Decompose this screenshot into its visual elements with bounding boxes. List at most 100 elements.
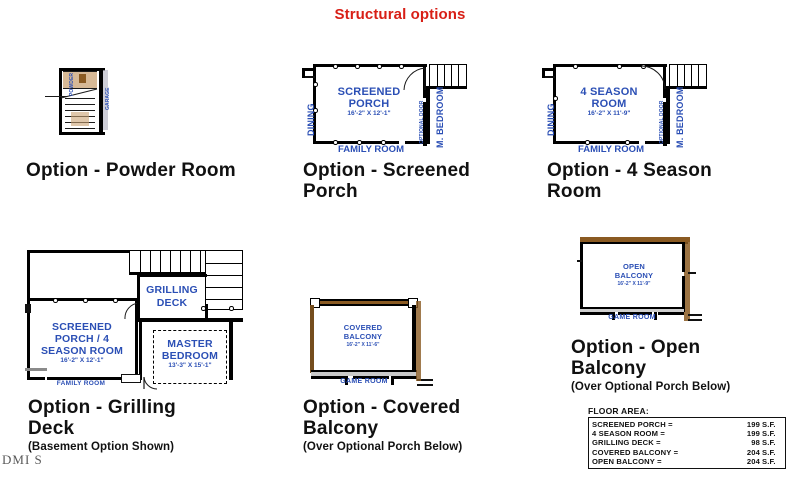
room-name-line2: DECK bbox=[156, 296, 188, 309]
plan-covered-balcony: COVERED BALCONY 16'-2" X 11'-6" GAME ROO… bbox=[297, 295, 437, 387]
stair-run bbox=[669, 64, 707, 88]
stair-direction-line bbox=[60, 88, 98, 99]
room-label-screened-porch-4-season: SCREENED PORCH / 4 SEASON ROOM 16'-2" X … bbox=[33, 321, 131, 365]
adjacent-label-m-bedroom: M. BEDROOM bbox=[435, 86, 445, 149]
caption-line1: Option - Screened bbox=[303, 160, 471, 181]
floor-area-value: 98 bbox=[751, 438, 760, 448]
room-name-line2: PORCH / 4 bbox=[54, 333, 110, 345]
post-left bbox=[310, 298, 320, 308]
caption-screened-porch: Option - Screened Porch bbox=[303, 160, 503, 202]
floor-area-value: 199 bbox=[746, 420, 760, 429]
plan-four-season-room: DINING OPTIONAL DOOR M. BEDROOM 4 SEASON… bbox=[525, 56, 707, 155]
room-name-line1: 4 SEASON bbox=[580, 86, 638, 98]
floor-area-unit: S.F. bbox=[762, 456, 776, 466]
floor-area-value: 199 bbox=[746, 429, 760, 439]
floor-area-label: OPEN BALCONY = bbox=[592, 456, 662, 466]
floor-area-unit: S.F. bbox=[762, 429, 776, 439]
room-label-master-bedroom: MASTER BEDROOM 13'-3" X 15'-1" bbox=[155, 338, 225, 370]
plan-grilling-deck: SCREENED PORCH / 4 SEASON ROOM 16'-2" X … bbox=[25, 248, 265, 390]
caption-open-balcony: Option - Open Balcony (Over Optional Por… bbox=[571, 337, 800, 394]
caption-line2: Balcony bbox=[303, 418, 379, 439]
adjacent-label-m-bedroom: M. BEDROOM bbox=[675, 86, 685, 149]
room-name-line1: OPEN bbox=[622, 262, 646, 271]
floor-area-unit: S.F. bbox=[762, 447, 776, 457]
floor-area-label: COVERED BALCONY = bbox=[592, 447, 679, 457]
floor-area-label: GRILLING DECK = bbox=[592, 438, 661, 448]
room-name-line2: ROOM bbox=[591, 98, 627, 110]
plan-screened-porch: DINING OPTIONAL DOOR M. BEDROOM SCREENED… bbox=[285, 56, 467, 155]
stair-run bbox=[429, 64, 467, 88]
adjacent-label-family-room: FAMILY ROOM bbox=[56, 380, 106, 387]
room-dimension: 16'-2" X 11'-9" bbox=[587, 110, 631, 117]
door-swing-arc bbox=[143, 376, 158, 390]
room-name-line2: BALCONY bbox=[343, 332, 383, 341]
room-label-covered-balcony: COVERED BALCONY 16'-2" X 11'-6" bbox=[323, 323, 403, 349]
room-dimension: 13'-3" X 15'-1" bbox=[168, 362, 212, 369]
room-name-line1: MASTER bbox=[167, 338, 213, 350]
plan-open-balcony: OPEN BALCONY 16'-2" X 11'-9" GAME ROOM bbox=[566, 232, 706, 328]
caption-line1: Option - Open bbox=[571, 337, 701, 358]
room-name-line3: SEASON ROOM bbox=[40, 345, 124, 357]
caption-line1: Option - Covered bbox=[303, 397, 461, 418]
room-name-line1: GRILLING bbox=[146, 284, 198, 296]
door-swing-arc bbox=[640, 65, 666, 90]
caption-line2: Porch bbox=[303, 181, 358, 202]
floor-area-value: 204 bbox=[746, 447, 760, 457]
room-label-open-balcony: OPEN BALCONY 16'-2" X 11'-9" bbox=[594, 262, 674, 288]
caption-covered-balcony: Option - Covered Balcony (Over Optional … bbox=[303, 397, 533, 454]
caption-line2: Deck bbox=[28, 418, 75, 439]
room-name-line2: BEDROOM bbox=[161, 350, 219, 362]
watermark: DMI S bbox=[2, 452, 43, 467]
door-swing-arc bbox=[403, 67, 426, 91]
adjacent-label-game-room: GAME ROOM bbox=[340, 378, 388, 385]
adjacent-label-optional-door: OPTIONAL DOOR bbox=[659, 100, 665, 144]
room-name-line1: SCREENED bbox=[337, 86, 401, 98]
room-label-garage: GARAGE bbox=[105, 87, 111, 110]
room-label-screened-porch: SCREENED PORCH 16'-2" X 12'-1" bbox=[323, 86, 415, 118]
room-label-powder: POWDER bbox=[69, 72, 75, 96]
room-name-line1: COVERED bbox=[343, 323, 383, 332]
caption-line1: Option - 4 Season bbox=[547, 160, 712, 181]
adjacent-label-family-room: FAMILY ROOM bbox=[338, 144, 404, 155]
caption-line1: Option - Grilling bbox=[28, 397, 176, 418]
caption-line2: Room bbox=[547, 181, 602, 202]
room-name-line2: BALCONY bbox=[614, 271, 654, 280]
adjacent-label-family-room: FAMILY ROOM bbox=[578, 144, 644, 155]
adjacent-label-optional-door: OPTIONAL DOOR bbox=[419, 100, 425, 144]
room-dimension: 16'-2" X 12'-1" bbox=[347, 110, 391, 117]
caption-subtext: (Basement Option Shown) bbox=[28, 441, 175, 453]
stair-run-right bbox=[205, 250, 243, 310]
caption-grilling-deck: Option - Grilling Deck (Basement Option … bbox=[28, 397, 248, 454]
adjacent-label-game-room: GAME ROOM bbox=[608, 314, 656, 321]
master-bedroom-outline bbox=[153, 330, 227, 384]
caption-line2: Balcony bbox=[571, 358, 647, 379]
floor-area-title: FLOOR AREA: bbox=[588, 406, 649, 416]
floor-area-label: SCREENED PORCH = bbox=[592, 420, 673, 429]
floor-area-unit: S.F. bbox=[762, 420, 776, 429]
room-dimension: 16'-2" X 11'-6" bbox=[346, 342, 380, 348]
floor-area-label: 4 SEASON ROOM = bbox=[592, 429, 665, 439]
room-label-grilling-deck: GRILLING DECK bbox=[139, 284, 205, 309]
room-name-line1: SCREENED bbox=[52, 321, 112, 333]
adjacent-label-dining: DINING bbox=[546, 103, 556, 136]
caption-subtext: (Over Optional Porch Below) bbox=[571, 381, 731, 393]
plan-powder-room: POWDER GARAGE bbox=[45, 66, 111, 138]
caption-four-season-room: Option - 4 Season Room bbox=[547, 160, 777, 202]
room-dimension: 16'-2" X 11'-9" bbox=[617, 281, 651, 287]
floor-area-value: 204 bbox=[746, 456, 760, 466]
caption-subtext: (Over Optional Porch Below) bbox=[303, 441, 463, 453]
room-label-four-season: 4 SEASON ROOM 16'-2" X 11'-9" bbox=[563, 86, 655, 118]
caption-powder-room: Option - Powder Room bbox=[26, 160, 236, 181]
room-name-line2: PORCH bbox=[348, 98, 390, 110]
page-title: Structural options bbox=[334, 6, 466, 23]
adjacent-label-dining: DINING bbox=[306, 103, 316, 136]
floor-area-unit: S.F. bbox=[762, 438, 776, 448]
room-dimension: 16'-2" X 12'-1" bbox=[60, 357, 104, 364]
